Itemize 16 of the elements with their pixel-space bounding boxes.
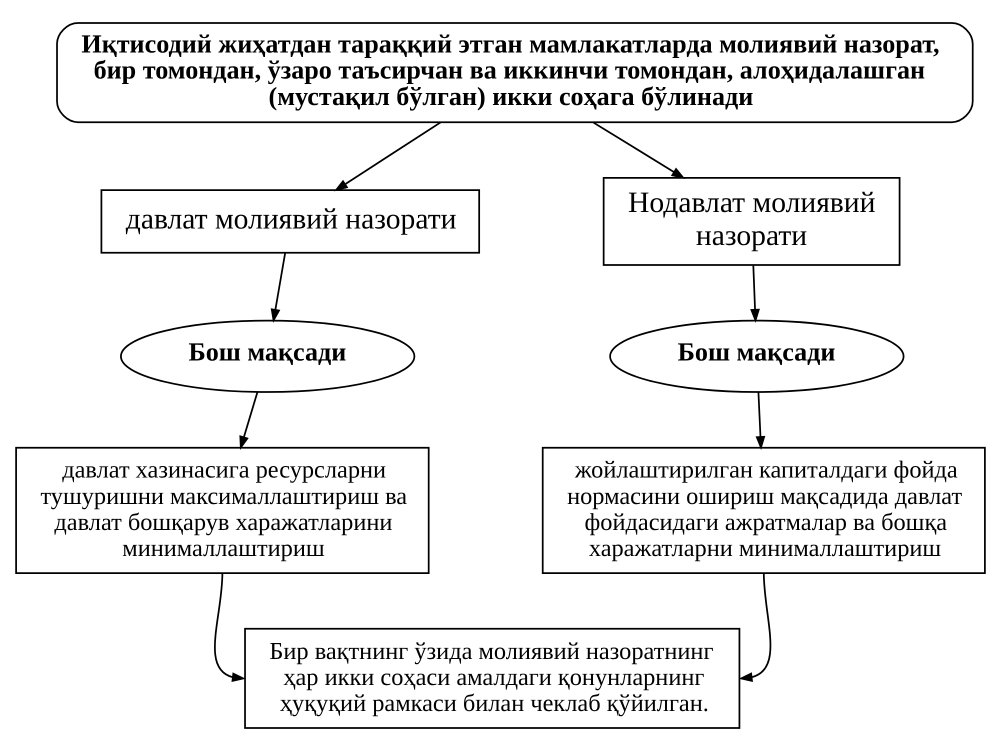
node-box: Иқтисодий жиҳатдан тараққий этган мамлакатларда молиявий назорат, бир томондан, ўзаро таъсирчан ва иккинчи томондан, алоҳидалашган (мустақил бўлган) икки соҳага бўлинади [56,22,974,123]
node-ellipse: Бош мақсади [608,319,904,392]
arrow [592,121,685,178]
arrow [334,121,441,191]
arrow [750,264,760,322]
node-box: Нодавлат молиявий назорати [602,176,900,266]
node-box: Бир вақтнинг ўзида молиявий назоратнинг ҳар икки соҳаси амалдаги қонунларнинг ҳуқуқий рамкаси билан чеклаб қўйилган. [244,627,740,728]
arrow [238,392,258,450]
arrow [214,572,246,682]
node-ellipse: Бош мақсади [120,319,415,392]
arrow [738,572,771,682]
arrow [755,392,765,450]
node-box: жойлаштирилган капиталдаги фойда нормасини ошириш мақсадида давлат фойдасидаги ажратмалар ва бошқа харажатларни минималлаштириш [541,446,986,574]
node-box: давлат хазинасига ресурсларни тушуришни максималлаштириш ва давлат бошқарув харажатларини минималлаштириш [14,446,430,574]
node-box: давлат молиявий назорати [100,188,480,254]
arrow [270,252,286,322]
